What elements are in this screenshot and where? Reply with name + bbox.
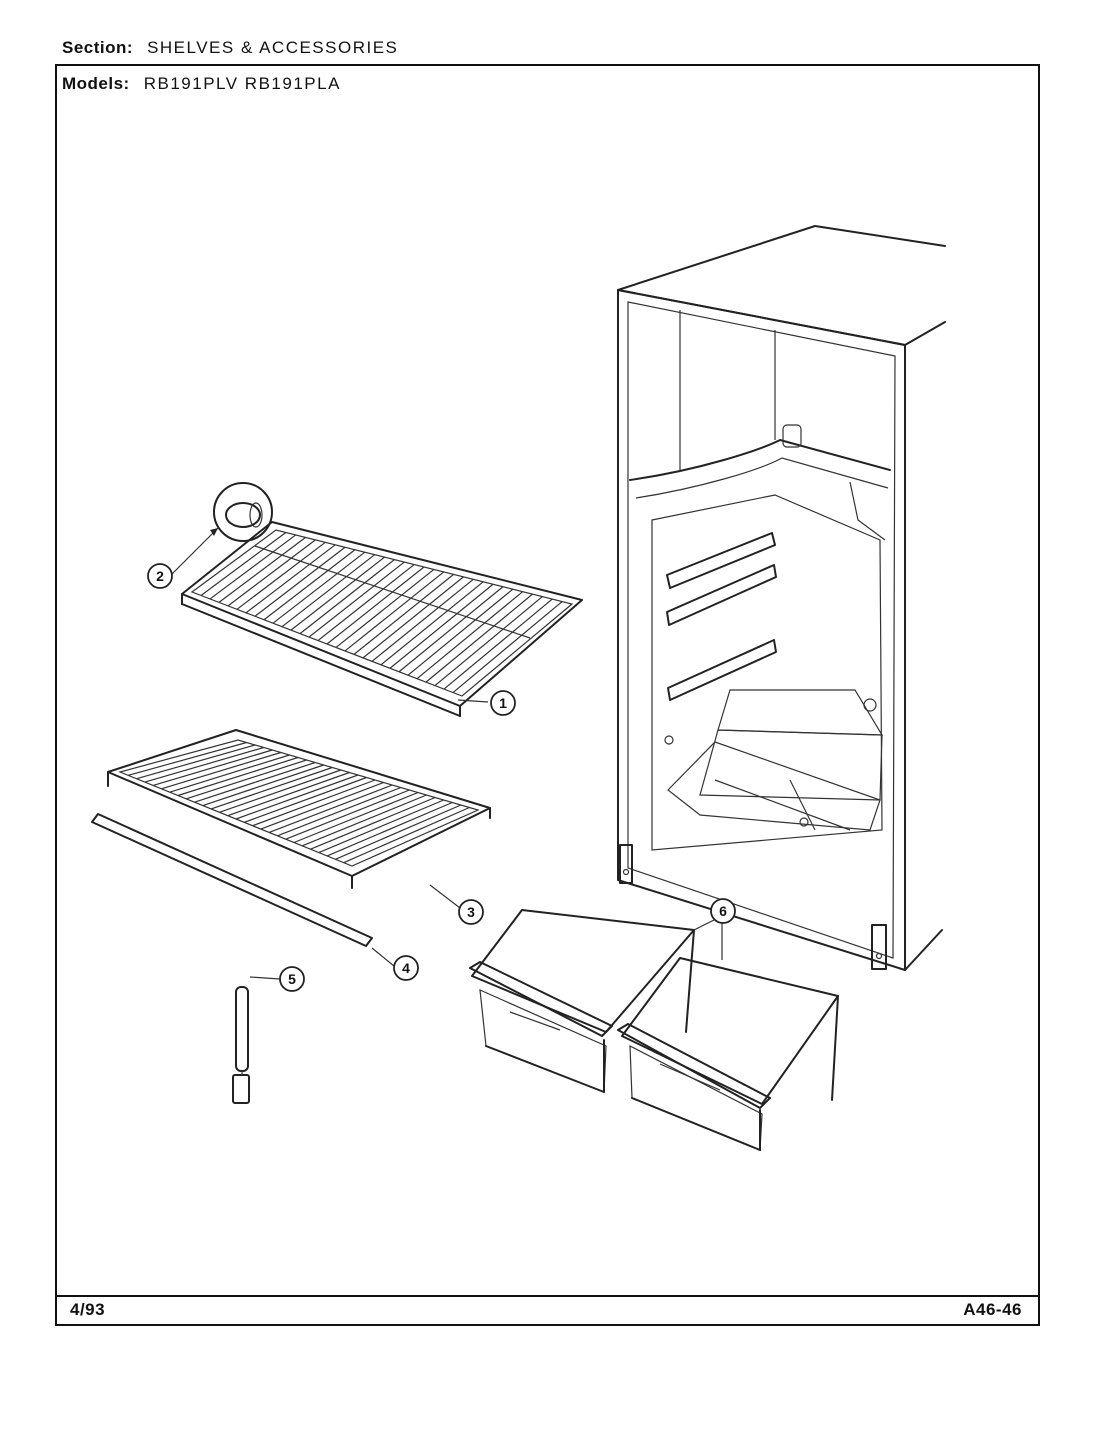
models-header: Models: RB191PLV RB191PLA	[62, 74, 341, 94]
shelf-wire	[268, 784, 393, 833]
shelf-wire	[335, 568, 435, 648]
shelf-wire	[161, 751, 282, 790]
models-value: RB191PLV RB191PLA	[143, 74, 341, 93]
crisper-drawer-right	[617, 957, 839, 1151]
shelf-wire	[380, 581, 484, 666]
shelf-wire	[326, 801, 453, 857]
shelf-wire	[425, 593, 533, 683]
leader-lines	[171, 527, 723, 980]
callout-1: 1	[490, 690, 516, 716]
shelf-wire	[210, 766, 333, 810]
shelf-wire	[260, 781, 384, 830]
shelf-wire	[194, 761, 316, 803]
shelf-wire	[302, 794, 427, 847]
shelf-wire	[186, 759, 307, 800]
shelf-wire	[285, 789, 410, 840]
footer-rule	[55, 1295, 1040, 1297]
svg-text:2: 2	[156, 568, 164, 584]
shelf-end-cap	[213, 482, 273, 542]
shelf-wire	[209, 534, 297, 600]
shelf-wire	[299, 559, 395, 635]
shelf-wire	[335, 804, 462, 860]
upper-wire-shelf	[181, 521, 583, 717]
page-code: A46-46	[963, 1300, 1022, 1319]
callout-5: 5	[279, 966, 305, 992]
shelf-wire	[235, 774, 359, 820]
lower-wire-shelf	[107, 729, 491, 889]
shelf-wire	[236, 541, 326, 610]
shelf-wire	[407, 588, 514, 676]
shelf-wire	[310, 796, 436, 850]
svg-text:4: 4	[402, 960, 410, 976]
refrigerator-cabinet	[617, 225, 946, 971]
shelf-wire	[200, 531, 287, 596]
callout-3: 3	[458, 899, 484, 925]
svg-text:6: 6	[719, 903, 727, 919]
svg-text:1: 1	[499, 695, 507, 711]
shelf-wire	[245, 544, 336, 614]
shelf-wire	[389, 583, 494, 669]
shelf-wire	[434, 596, 543, 687]
shelf-wire	[344, 571, 445, 652]
shelf-wire	[452, 601, 563, 693]
shelf-wire	[318, 799, 444, 854]
shelf-wire	[398, 586, 504, 673]
shelf-wire	[263, 549, 356, 621]
shelf-front-trim	[91, 813, 373, 947]
callout-6: 6	[710, 898, 736, 924]
callout-4: 4	[393, 955, 419, 981]
shelf-wire	[317, 564, 415, 642]
section-value: SHELVES & ACCESSORIES	[147, 38, 399, 57]
shelf-wire	[353, 573, 454, 655]
svg-text:3: 3	[467, 904, 475, 920]
shelf-wire	[202, 764, 324, 807]
shelf-wire	[128, 741, 247, 776]
shelf-wire	[144, 746, 264, 783]
shelf-wire	[152, 749, 273, 787]
diagram-frame	[55, 64, 1040, 1326]
shelf-wire	[254, 546, 346, 617]
shelf-support-rod	[232, 986, 250, 1104]
shelf-wire	[281, 554, 376, 628]
shelf-wire	[371, 578, 474, 662]
shelf-wire	[227, 539, 316, 607]
callout-2: 2	[147, 563, 173, 589]
shelf-wire	[416, 591, 524, 680]
models-label: Models:	[62, 74, 130, 93]
shelf-wire	[308, 561, 405, 638]
shelf-wire	[227, 771, 350, 817]
shelf-wire	[362, 576, 464, 659]
shelf-wire	[244, 776, 367, 823]
revision-date: 4/93	[70, 1300, 106, 1319]
shelf-wire	[277, 786, 402, 837]
shelf-wire	[272, 551, 366, 624]
shelf-wire	[293, 791, 419, 844]
shelf-wire	[252, 779, 376, 827]
shelf-wire	[177, 756, 299, 797]
shelf-wire	[219, 769, 342, 813]
section-label: Section:	[62, 38, 134, 57]
svg-text:5: 5	[288, 971, 296, 987]
shelf-wire	[218, 536, 306, 603]
section-header: Section: SHELVES & ACCESSORIES	[62, 38, 398, 58]
shelf-wire	[443, 598, 553, 690]
shelf-wire	[136, 744, 256, 780]
shelf-wire	[343, 806, 470, 864]
shelf-wire	[169, 754, 290, 793]
shelf-wire	[290, 556, 385, 631]
shelf-wire	[326, 566, 425, 645]
